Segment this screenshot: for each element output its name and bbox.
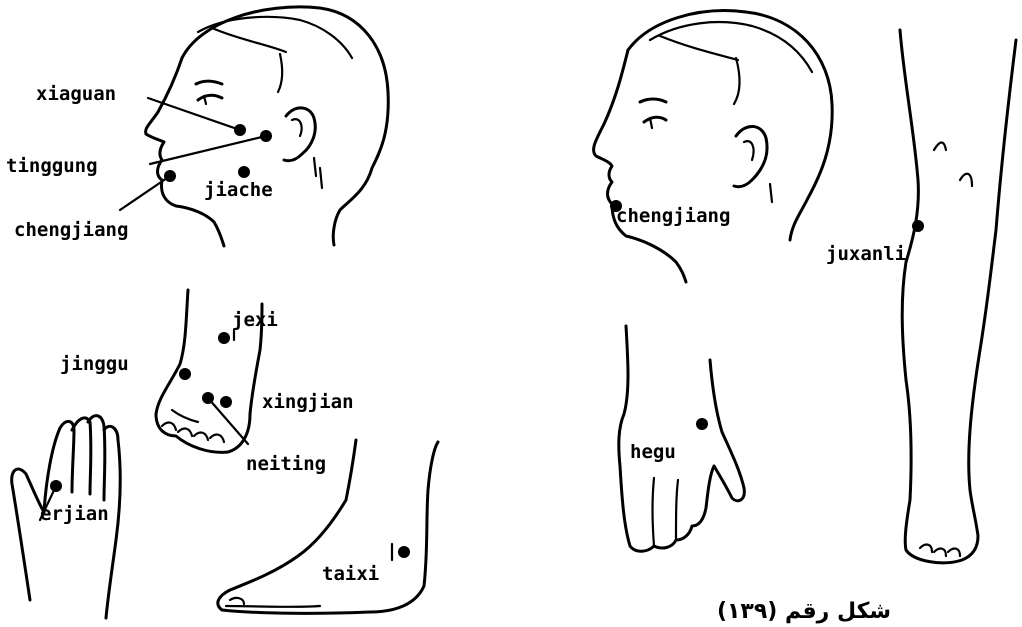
juxanli-label: juxanli bbox=[826, 243, 906, 265]
erjian-label: erjian bbox=[40, 503, 109, 525]
figure-caption: شكل رقم (١٣٩) bbox=[717, 599, 891, 624]
xingjian-point bbox=[220, 396, 232, 408]
jexi-point bbox=[218, 330, 234, 344]
left-head-drawing bbox=[146, 7, 389, 246]
hegu-point bbox=[696, 418, 708, 430]
tinggung-label: tinggung bbox=[6, 155, 98, 177]
juxanli-point bbox=[912, 220, 924, 232]
hegu-label: hegu bbox=[630, 441, 676, 463]
neiting-label: neiting bbox=[246, 453, 326, 475]
right-leg-drawing bbox=[900, 30, 1016, 563]
tinggung-point bbox=[150, 130, 272, 164]
xingjian-label: xingjian bbox=[262, 391, 354, 413]
jexi-label: jexi bbox=[232, 309, 278, 331]
right-head-drawing bbox=[594, 11, 833, 282]
jiache-label: jiache bbox=[204, 179, 273, 201]
jinggu-label: jinggu bbox=[60, 353, 129, 375]
chengjiang-left-label: chengjiang bbox=[14, 219, 128, 241]
jiache-point bbox=[238, 166, 250, 178]
taixi-label: taixi bbox=[322, 563, 379, 585]
taixi-point bbox=[392, 544, 410, 560]
chengjiang-left-point bbox=[120, 170, 176, 210]
xiaguan-point bbox=[148, 98, 246, 136]
xiaguan-label: xiaguan bbox=[36, 83, 116, 105]
jinggu-point bbox=[179, 368, 191, 380]
chengjiang-right-label: chengjiang bbox=[616, 205, 730, 227]
right-hand-drawing bbox=[619, 326, 745, 551]
